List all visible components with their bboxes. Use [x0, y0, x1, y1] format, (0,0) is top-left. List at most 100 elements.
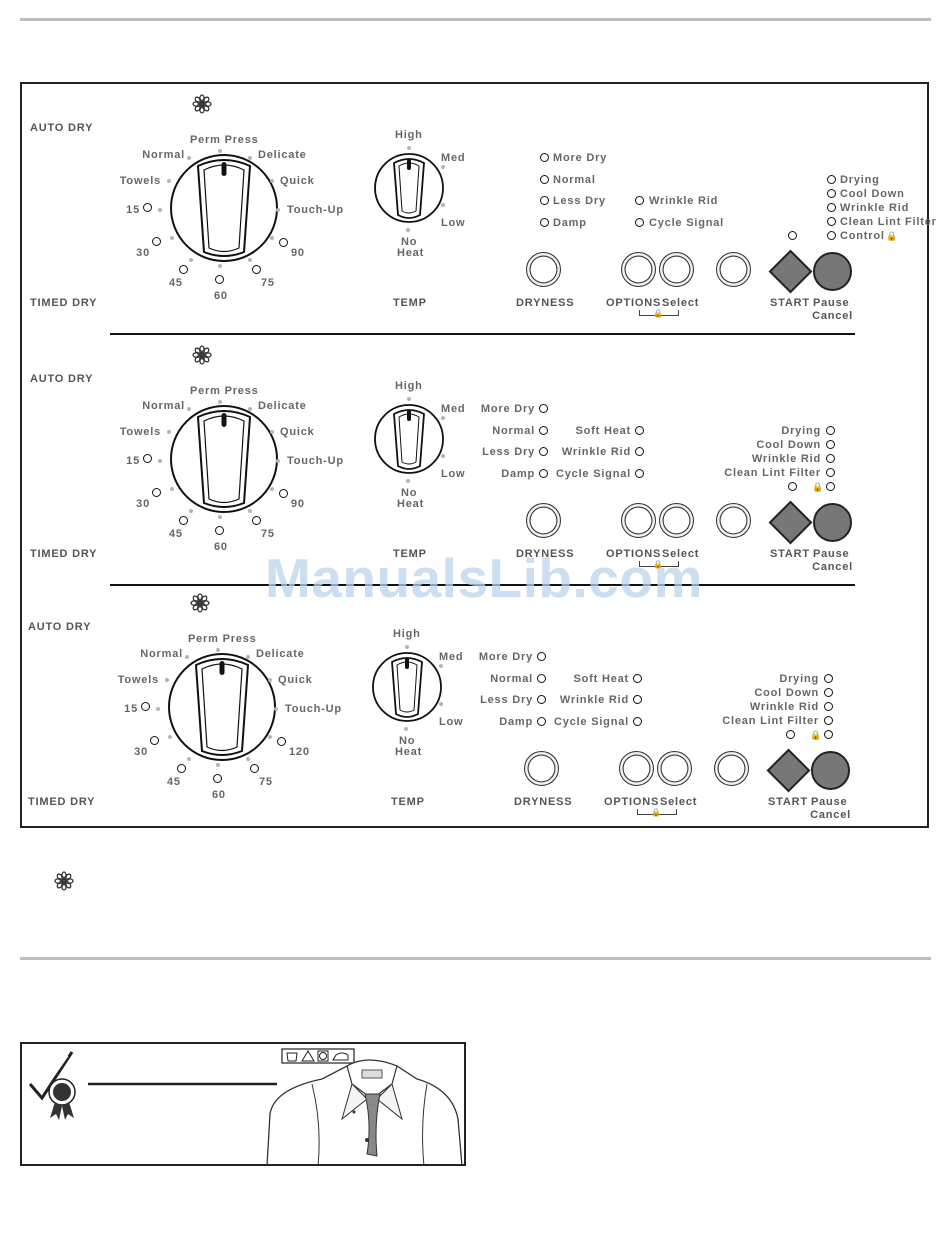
indicator-dot	[441, 165, 445, 169]
dryness-less_dry-led[interactable]	[540, 196, 549, 205]
option-soft-heat-led[interactable]	[635, 426, 644, 435]
lock-led[interactable]	[786, 730, 795, 739]
dryness-normal-led[interactable]	[540, 175, 549, 184]
time-max-led[interactable]	[279, 238, 288, 247]
option-cycle-signal-led[interactable]	[635, 218, 644, 227]
lock-bracket	[639, 310, 679, 316]
temp-no: No	[399, 735, 416, 747]
dryness-less_dry-led[interactable]	[539, 447, 548, 456]
cycle-touch-up: Touch-Up	[287, 455, 344, 467]
status-clean_lint_filter-led[interactable]	[827, 217, 836, 226]
temp-no: No	[401, 487, 418, 499]
time-30-led[interactable]	[150, 736, 159, 745]
time-30-led[interactable]	[152, 488, 161, 497]
dryness-button[interactable]	[526, 503, 561, 538]
lock-led[interactable]	[788, 482, 797, 491]
option-wrinkle-rid-led[interactable]	[635, 447, 644, 456]
select-button[interactable]	[659, 252, 694, 287]
status-cool-down: Cool Down	[756, 439, 821, 451]
options-button[interactable]	[619, 751, 654, 786]
control-led[interactable]	[826, 482, 835, 491]
time-45-led[interactable]	[177, 764, 186, 773]
temp-selector-knob[interactable]	[370, 650, 444, 724]
dryness-more_dry-led[interactable]	[537, 652, 546, 661]
indicator-dot	[248, 407, 252, 411]
dryness-normal-led[interactable]	[539, 426, 548, 435]
time-45-led[interactable]	[179, 265, 188, 274]
dryness-damp-led[interactable]	[540, 218, 549, 227]
status-drying-led[interactable]	[827, 175, 836, 184]
time-60-led[interactable]	[215, 275, 224, 284]
option-wrinkle-rid-led[interactable]	[633, 695, 642, 704]
temp-selector-knob[interactable]	[372, 402, 446, 476]
dryness-damp-led[interactable]	[539, 469, 548, 478]
dryness-button[interactable]	[524, 751, 559, 786]
status-wrinkle_rid-led[interactable]	[827, 203, 836, 212]
control-led[interactable]	[824, 730, 833, 739]
temp-selector-knob[interactable]	[372, 151, 446, 225]
status-wrinkle_rid-led[interactable]	[824, 702, 833, 711]
time-75-led[interactable]	[250, 764, 259, 773]
lock-led[interactable]	[788, 231, 797, 240]
time-60: 60	[214, 290, 228, 302]
cycle-selector-knob[interactable]	[164, 148, 284, 268]
option-wrinkle-rid-led[interactable]	[635, 196, 644, 205]
select-button[interactable]	[659, 503, 694, 538]
time-75-led[interactable]	[252, 516, 261, 525]
time-30-led[interactable]	[152, 237, 161, 246]
option-cycle-signal-led[interactable]	[633, 717, 642, 726]
status-drying-led[interactable]	[826, 426, 835, 435]
time-45-led[interactable]	[179, 516, 188, 525]
time-60-led[interactable]	[215, 526, 224, 535]
indicator-dot	[404, 727, 408, 731]
pause-cancel-button[interactable]	[813, 252, 852, 291]
time-15-led[interactable]	[143, 454, 152, 463]
status-cool_down-led[interactable]	[824, 688, 833, 697]
indicator-dot	[406, 228, 410, 232]
extra-option-button[interactable]	[716, 252, 751, 287]
time-max-led[interactable]	[277, 737, 286, 746]
dryness-less_dry-led[interactable]	[537, 695, 546, 704]
option-cycle-signal-led[interactable]	[635, 469, 644, 478]
status-clean_lint_filter-led[interactable]	[824, 716, 833, 725]
pause-cancel-button[interactable]	[811, 751, 850, 790]
status-cool_down-led[interactable]	[827, 189, 836, 198]
time-75: 75	[261, 277, 275, 289]
select-button[interactable]	[657, 751, 692, 786]
dryness-button[interactable]	[526, 252, 561, 287]
options-button[interactable]	[621, 252, 656, 287]
award-ribbon-icon	[28, 1051, 76, 1120]
dryness-more_dry-led[interactable]	[539, 404, 548, 413]
status-drying-led[interactable]	[824, 674, 833, 683]
extra-option-button[interactable]	[716, 503, 751, 538]
options-label: OPTIONS	[606, 297, 662, 309]
pause-cancel-button[interactable]	[813, 503, 852, 542]
indicator-dot	[270, 179, 274, 183]
indicator-dot	[441, 454, 445, 458]
time-75-led[interactable]	[252, 265, 261, 274]
status-control-led[interactable]	[827, 231, 836, 240]
auto-dry-label: AUTO DRY	[30, 373, 94, 385]
dryness-more_dry-led[interactable]	[540, 153, 549, 162]
cycle-selector-knob[interactable]	[164, 399, 284, 519]
options-button[interactable]	[621, 503, 656, 538]
time-15-led[interactable]	[143, 203, 152, 212]
time-60-led[interactable]	[213, 774, 222, 783]
option-cycle-signal: Cycle Signal	[649, 217, 725, 229]
temp-high: High	[395, 129, 423, 141]
cycle-selector-knob[interactable]	[162, 647, 282, 767]
option-soft-heat-led[interactable]	[633, 674, 642, 683]
status-clean_lint_filter-led[interactable]	[826, 468, 835, 477]
temp-low: Low	[439, 716, 464, 728]
indicator-dot	[189, 509, 193, 513]
time-max-led[interactable]	[279, 489, 288, 498]
pause-label: Pause	[813, 297, 850, 309]
extra-option-button[interactable]	[714, 751, 749, 786]
dryness-normal-led[interactable]	[537, 674, 546, 683]
temp-med: Med	[439, 651, 464, 663]
status-wrinkle_rid-led[interactable]	[826, 454, 835, 463]
snowflake-icon	[192, 94, 212, 114]
status-cool_down-led[interactable]	[826, 440, 835, 449]
dryness-damp-led[interactable]	[537, 717, 546, 726]
time-15-led[interactable]	[141, 702, 150, 711]
